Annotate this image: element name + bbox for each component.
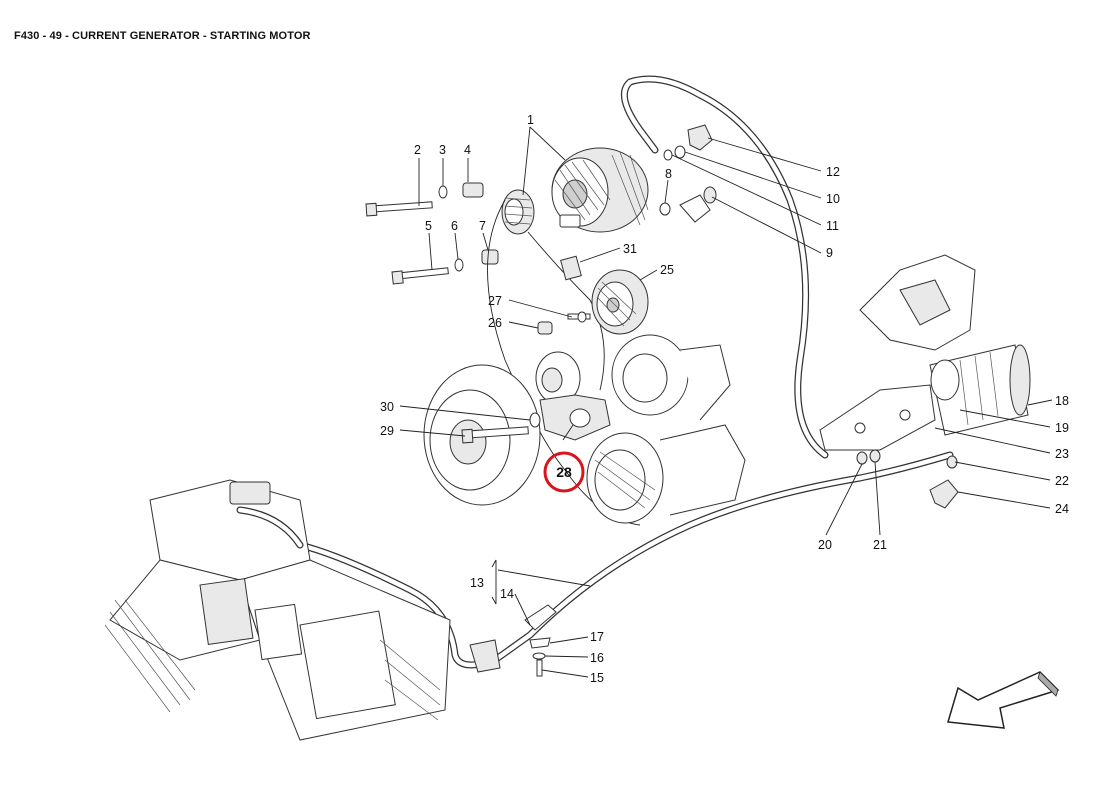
leader-lines (399, 126, 1053, 678)
starter-motor (929, 344, 1031, 436)
washer-8 (659, 202, 671, 216)
bracket-9 (679, 186, 717, 223)
callout-6: 6 (451, 219, 458, 233)
terminal-cover-24 (929, 479, 959, 509)
callout-2: 2 (414, 143, 421, 157)
callout-29: 29 (380, 424, 394, 438)
spacer-26 (537, 321, 553, 335)
bolt-27 (567, 311, 591, 323)
washer-11 (663, 149, 673, 161)
callout-18: 18 (1055, 394, 1069, 408)
washer-30 (529, 412, 541, 428)
callout-22: 22 (1055, 474, 1069, 488)
ac-compressor (586, 424, 746, 524)
cable-terminal-12 (687, 124, 713, 151)
callout-11: 11 (826, 219, 839, 233)
callout-15: 15 (590, 671, 604, 685)
starter-support-bracket (859, 254, 976, 351)
callout-25: 25 (660, 263, 674, 277)
callout-20: 20 (818, 538, 832, 552)
callout-31: 31 (623, 242, 637, 256)
callout-12: 12 (826, 165, 840, 179)
washer-6 (454, 258, 464, 272)
alternator-pulley (501, 189, 535, 235)
callout-21: 21 (873, 538, 887, 552)
callout-13: 13 (470, 576, 484, 590)
bolt-29 (461, 426, 529, 444)
tensioner-pulley (591, 269, 649, 335)
callout-labels: 1 2 3 4 5 6 7 8 9 10 11 12 13 14 15 16 1… (380, 113, 1069, 685)
callout-28[interactable]: 28 (556, 464, 572, 480)
callout-7: 7 (479, 219, 486, 233)
fuse-box-area (104, 479, 451, 741)
bolt-2 (365, 201, 433, 217)
callout-23: 23 (1055, 447, 1069, 461)
callout-8: 8 (665, 167, 672, 181)
callout-24: 24 (1055, 502, 1069, 516)
direction-arrow-icon (947, 671, 1060, 729)
belt-tensioner (535, 351, 611, 441)
cable-clip (469, 604, 557, 673)
clip-17 (529, 637, 551, 649)
callout-19: 19 (1055, 421, 1069, 435)
callout-27: 27 (488, 294, 502, 308)
starter-mount-bracket (819, 384, 936, 451)
callout-16: 16 (590, 651, 604, 665)
battery-cable (296, 75, 954, 669)
spacer-4 (462, 182, 484, 198)
highlighted-part-28[interactable]: 28 (543, 451, 585, 493)
callout-9: 9 (826, 246, 833, 260)
highlight-circle (543, 451, 585, 493)
bolt-5 (391, 267, 449, 285)
washer-16 (532, 652, 546, 660)
callout-14: 14 (500, 587, 514, 601)
callout-30: 30 (380, 400, 394, 414)
power-steering-pump (611, 334, 731, 421)
washer-3 (438, 185, 448, 199)
callout-1: 1 (527, 113, 534, 127)
callout-17: 17 (590, 630, 604, 644)
alternator (551, 147, 649, 233)
callout-4: 4 (464, 143, 471, 157)
nut-10 (674, 145, 686, 159)
cable-end-20-21 (856, 449, 958, 469)
callout-3: 3 (439, 143, 446, 157)
spacer-7 (481, 249, 499, 265)
callout-10: 10 (826, 192, 840, 206)
callout-5: 5 (425, 219, 432, 233)
callout-26: 26 (488, 316, 502, 330)
bolt-15 (536, 659, 543, 677)
diagram-title: F430 - 49 - CURRENT GENERATOR - STARTING… (14, 30, 311, 42)
